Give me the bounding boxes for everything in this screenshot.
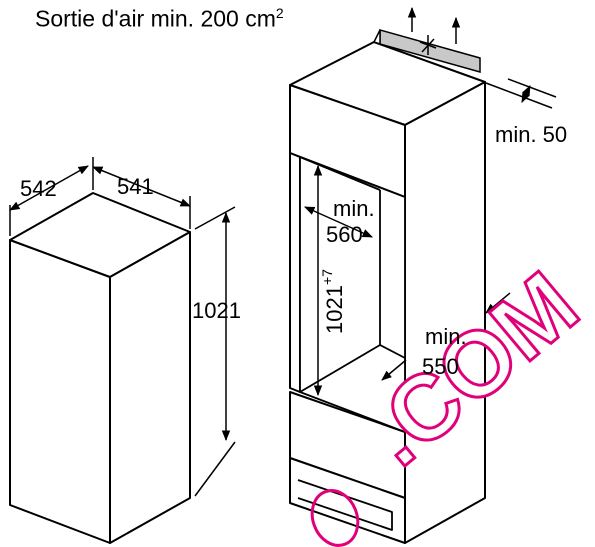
air-outlet-title-text: Sortie d'air min. 200 cm (35, 5, 276, 32)
airflow-arrows (407, 6, 461, 44)
top-gap-dimension (485, 78, 557, 109)
unit-height-label: 1021 (192, 298, 241, 323)
niche-width-label-line1: min. (333, 196, 375, 221)
niche-depth-label-line2: 550 (422, 354, 459, 379)
air-outlet-title-sup: 2 (275, 5, 284, 21)
niche-depth-label-line1: min. (425, 324, 467, 349)
cabinet (289, 41, 486, 544)
niche-depth-dimension (381, 292, 511, 381)
air-outlet-title: Sortie d'air min. 200 cm2 (35, 6, 284, 31)
width-dimension (92, 157, 191, 229)
niche-height-label: 1021+7 (319, 269, 347, 334)
svg-text:1021+7: 1021+7 (319, 269, 347, 334)
niche-width-dimension (304, 206, 373, 238)
unit-depth-label: 542 (20, 176, 57, 201)
height-dimension (194, 206, 236, 497)
unit-width-label: 541 (117, 174, 154, 199)
depth-dimension (9, 165, 89, 236)
top-gap-label: min. 50 (495, 122, 568, 147)
appliance-box (9, 192, 191, 544)
vent-symbol-icon (419, 35, 437, 55)
vent-grille (372, 29, 481, 73)
niche-width-label-line2: 560 (326, 222, 363, 247)
